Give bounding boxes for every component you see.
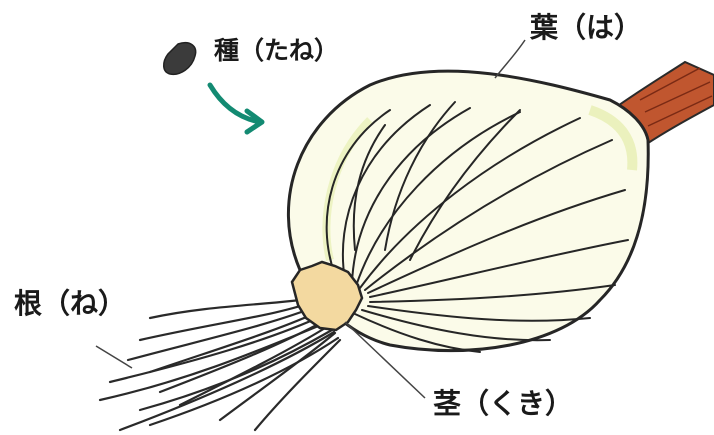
root-label: 根（ね） bbox=[14, 290, 126, 318]
roots bbox=[100, 298, 340, 430]
stem-label: 茎（くき） bbox=[433, 390, 573, 418]
curved-arrow-icon bbox=[210, 85, 262, 132]
seed-label: 種（たね） bbox=[214, 38, 339, 63]
seed-icon bbox=[164, 43, 196, 75]
leaf-label: 葉（は） bbox=[530, 14, 642, 42]
